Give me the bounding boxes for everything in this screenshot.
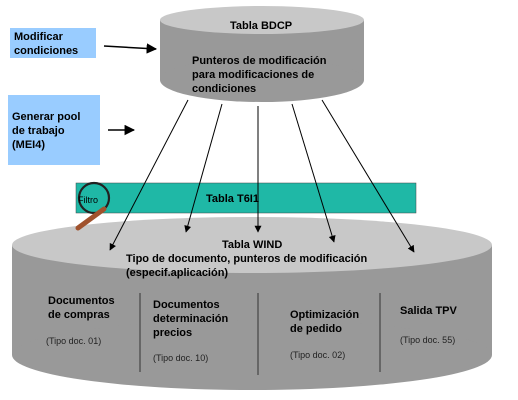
section-3-line2: de pedido [290, 323, 342, 335]
bdcp-cylinder: Tabla BDCP Punteros de modificación para… [160, 6, 364, 102]
section-2-line2: determinación [153, 313, 228, 325]
section-2-line1: Documentos [153, 299, 220, 311]
section-4-line1: Salida TPV [400, 305, 458, 317]
t6i1-bar: Tabla T6I1 [75, 182, 417, 214]
modify-conditions-box: Modificar condiciones [10, 28, 96, 58]
section-2-line3: precios [153, 327, 192, 339]
bdcp-text-line1: Punteros de modificación [192, 55, 327, 67]
pool-line1: Generar pool [12, 111, 80, 123]
wind-title: Tabla WIND [222, 239, 282, 251]
connector-lines [109, 99, 415, 253]
section-2-code: (Tipo doc. 10) [153, 353, 208, 363]
connector-4 [291, 103, 336, 243]
filter-label: Filtro [78, 195, 98, 205]
section-1-line1: Documentos [48, 295, 115, 307]
wind-cylinder: Tabla WIND Tipo de documento, punteros d… [12, 217, 492, 390]
magnifier-icon: Filtro [75, 181, 111, 231]
pool-line3: (MEI4) [12, 139, 45, 151]
pool-line2: de trabajo [12, 125, 65, 137]
connector-2 [184, 103, 223, 233]
modify-line1: Modificar [14, 31, 64, 43]
wind-text-line1: Tipo de documento, punteros de modificac… [126, 253, 367, 265]
modify-line2: condiciones [14, 45, 78, 57]
bdcp-text-line2: para modificaciones de [192, 69, 314, 81]
bdcp-text-line3: condiciones [192, 83, 256, 95]
section-4-code: (Tipo doc. 55) [400, 335, 455, 345]
section-3-code: (Tipo doc. 02) [290, 350, 345, 360]
section-1-code: (Tipo doc. 01) [46, 336, 101, 346]
bdcp-title: Tabla BDCP [230, 20, 292, 32]
section-3-line1: Optimización [290, 309, 359, 321]
t6i1-title: Tabla T6I1 [206, 193, 259, 205]
connector-1 [109, 99, 189, 251]
wind-text-line2: (especif.aplicación) [126, 267, 228, 279]
connector-5 [321, 99, 415, 253]
generate-pool-box: Generar pool de trabajo (MEI4) [8, 95, 100, 165]
section-1-line2: de compras [48, 309, 110, 321]
arrow-modify-to-bdcp [103, 43, 158, 54]
